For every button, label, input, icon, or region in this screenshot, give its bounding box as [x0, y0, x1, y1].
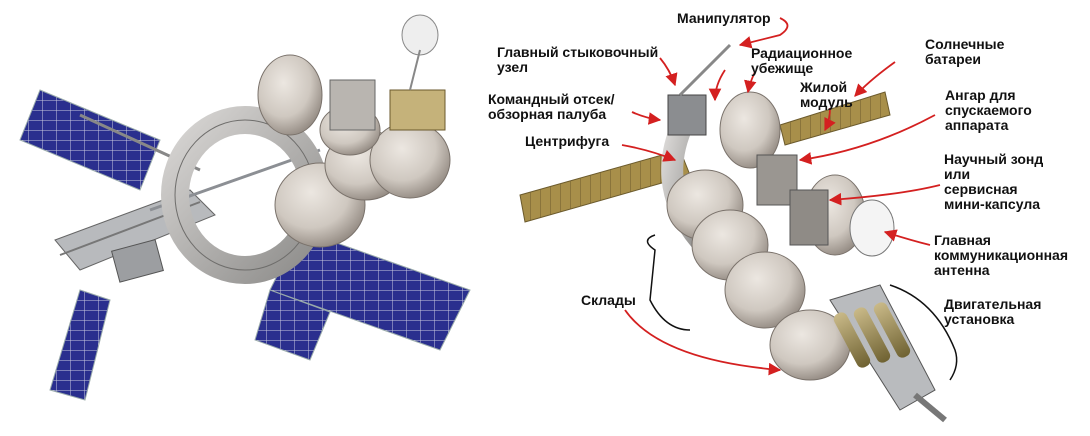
label-manipulator: Манипулятор — [677, 10, 771, 26]
label-habitat: Жилой модуль — [800, 79, 853, 110]
label-centrifuge: Центрифуга — [525, 133, 610, 149]
callout-arrows — [621, 17, 941, 376]
solar-wing-lower-left — [49, 289, 111, 401]
label-command-deck: Командный отсек/ обзорная палуба — [488, 91, 615, 122]
storage-bracket — [646, 234, 691, 331]
main-antenna-dish — [849, 199, 895, 257]
label-science-probe: Научный зонд или сервисная мини-капсула — [944, 151, 1044, 212]
propulsion-bracket — [889, 284, 958, 381]
left-station-view — [19, 14, 471, 401]
label-storage: Склады — [581, 292, 636, 308]
label-main-antenna: Главная коммуникационная антенна — [934, 232, 1068, 278]
label-propulsion: Двигательная установка — [944, 296, 1042, 327]
propulsion-unit-right — [829, 284, 947, 423]
dish-antenna-left — [401, 14, 439, 91]
label-solar-panels: Солнечные батареи — [925, 36, 1005, 67]
habitat-modules-left — [257, 54, 451, 248]
label-main-docking: Главный стыковочный узел — [497, 44, 659, 75]
command-module-right — [667, 43, 732, 136]
right-station-view — [519, 17, 958, 423]
label-lander-hangar: Ангар для спускаемого аппарата — [945, 87, 1032, 133]
label-radiation-shelter: Радиационное убежище — [751, 45, 853, 76]
solar-wing-lower-right — [254, 229, 471, 361]
